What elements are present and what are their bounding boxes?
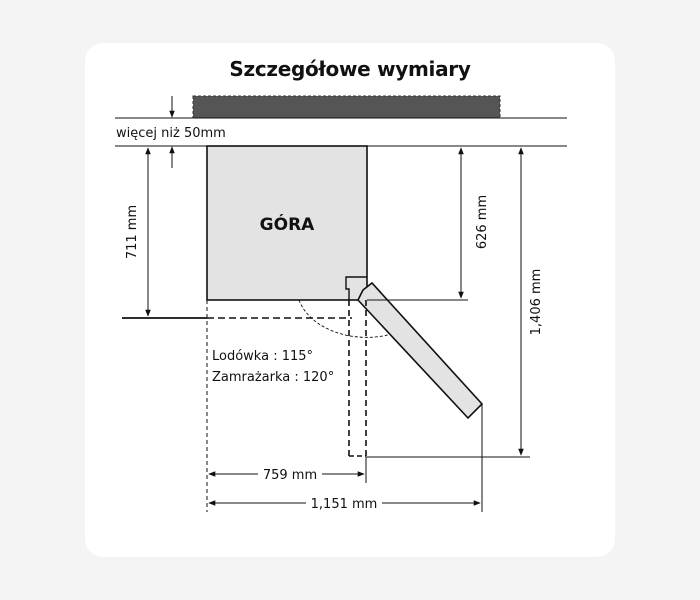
dim-626-label: 626 mm <box>475 195 490 249</box>
dim-1406-label: 1,406 mm <box>529 269 544 336</box>
fridge-body <box>206 145 368 301</box>
wall-block <box>192 95 501 119</box>
door-swing-arc <box>298 299 389 338</box>
page-title: Szczegółowe wymiary <box>229 57 471 81</box>
clearance-label: więcej niż 50mm <box>116 126 226 141</box>
top-view-label: GÓRA <box>260 213 315 235</box>
dim-1151-label: 1,151 mm <box>311 497 378 512</box>
fridge-angle-label: Lodówka : 115° <box>212 349 313 364</box>
freezer-angle-label: Zamrażarka : 120° <box>212 370 334 385</box>
open-door <box>357 281 484 420</box>
dim-759-label: 759 mm <box>263 468 317 483</box>
hinge-notch <box>345 276 367 300</box>
dim-711-label: 711 mm <box>125 205 140 259</box>
